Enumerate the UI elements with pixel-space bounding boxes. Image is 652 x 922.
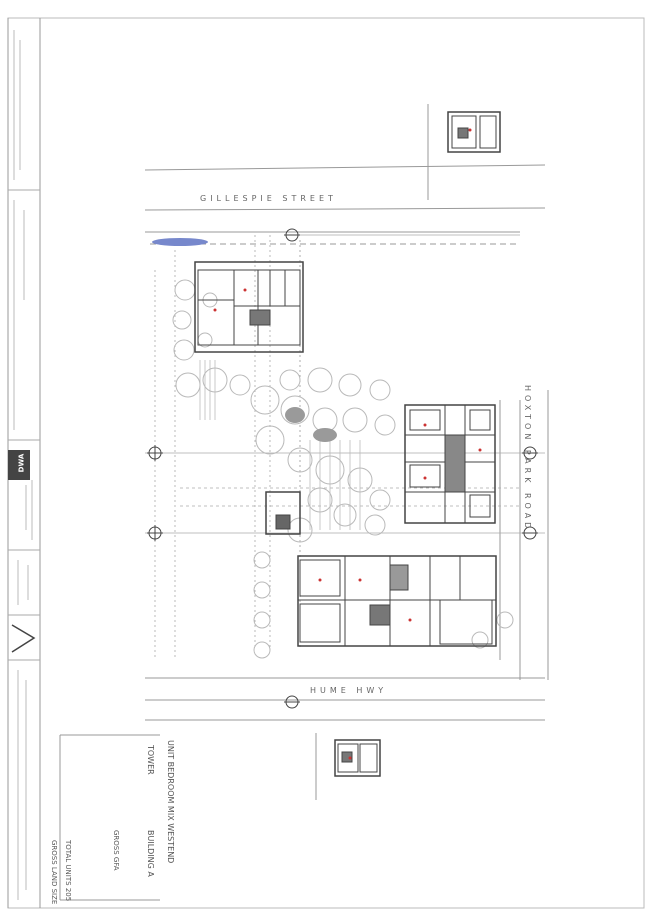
street-label-hume: HUME HWY (310, 686, 388, 695)
schedule-gfa: GROSS GFA (112, 830, 120, 871)
inset-plan-top (427, 104, 501, 200)
schedule-box (59, 734, 160, 901)
grid-marker-6 (284, 695, 300, 709)
schedule-heading-a: BUILDING A (146, 830, 155, 877)
inset-plan-bottom (315, 733, 381, 800)
grid-marker-4 (522, 526, 538, 540)
hoxton-park-road (499, 390, 549, 680)
total-units-label: TOTAL UNITS 205 (64, 840, 72, 901)
building-east (404, 404, 496, 524)
hume-highway-road (145, 677, 545, 721)
sheet-border (7, 17, 645, 909)
building-north (194, 261, 304, 353)
gillespie-street-road (144, 164, 546, 245)
north-arrow-icon (11, 624, 36, 653)
lawn-hatching (199, 360, 361, 530)
grid-markers (147, 228, 538, 709)
street-label-hoxton-park: HOXTON PARK ROAD (523, 385, 532, 533)
unit-markers (213, 128, 482, 760)
grid-marker-3 (522, 446, 538, 460)
project-title: UNIT BEDROOM MIX WESTEND (166, 740, 175, 864)
grid-marker-2 (147, 525, 163, 541)
street-label-gillespie: GILLESPIE STREET (200, 194, 337, 203)
building-south (297, 555, 497, 647)
pavilion (265, 491, 301, 535)
total-units-value: 205 (64, 887, 72, 902)
planting-hatch (152, 238, 337, 442)
total-units-caption: TOTAL UNITS (64, 840, 72, 886)
grid-marker-1 (147, 445, 163, 461)
landscape-trees (172, 279, 514, 659)
company-logo: DWA (8, 450, 30, 480)
grid-marker-5 (284, 228, 300, 242)
schedule-heading-b: TOWER (146, 745, 155, 775)
grid-lines (154, 235, 301, 660)
site-size-label: GROSS LAND SIZE (50, 840, 58, 905)
title-strip (7, 18, 41, 908)
logo-text: DWA (17, 453, 26, 473)
